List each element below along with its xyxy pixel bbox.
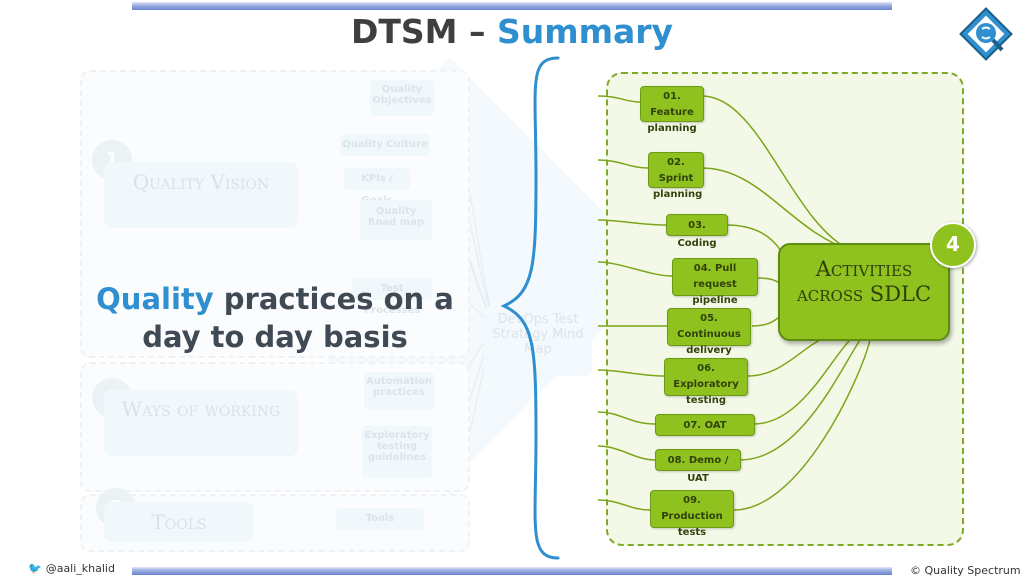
activity-exploratory-testing: 06. Exploratory testing	[664, 358, 748, 406]
activities-main-node: Activities across SDLC	[778, 243, 950, 341]
overlay-line1: practices on a	[213, 282, 454, 316]
activity-continuous-delivery-tests: 05. Continuous delivery tests	[667, 308, 751, 372]
item-tools: Tools	[336, 508, 424, 530]
activities-number-badge: 4	[930, 222, 976, 268]
section-1-label: Quality Vision	[104, 162, 298, 228]
section-3-box	[80, 494, 470, 552]
item-quality-road-map: Quality Road map	[360, 200, 432, 240]
section-2-label: Ways of working	[104, 390, 298, 456]
overlay-statement: Quality practices on a day to day basis	[60, 280, 490, 356]
item-automation-practices: Automation practices	[364, 372, 434, 410]
quality-spectrum-logo-icon	[959, 7, 1013, 61]
item-quality-culture: Quality Culture	[340, 134, 430, 156]
section-2-box	[80, 362, 470, 492]
activity-oat: 07. OAT	[655, 414, 755, 436]
section-3-label: Tools	[104, 502, 254, 542]
activity-feature-planning: 01. Feature planning	[640, 86, 704, 134]
section-3-number: 3	[96, 488, 136, 528]
footer-copyright: © Quality Spectrum	[910, 564, 1021, 577]
item-quality-objectives: Quality Objectives	[370, 80, 434, 116]
activity-coding: 03. Coding	[666, 214, 728, 249]
activity-demo-uat: 08. Demo / UAT	[655, 449, 741, 484]
activity-sprint-planning: 02. Sprint planning	[648, 152, 704, 200]
title-highlight: Summary	[496, 12, 674, 51]
curly-brace	[500, 56, 560, 560]
top-decorative-bar	[132, 2, 892, 10]
overlay-line2: day to day basis	[142, 320, 408, 354]
activity-production-tests: 09. Production tests	[650, 490, 734, 538]
slide-title: DTSM – Summary	[0, 12, 1024, 51]
twitter-bird-icon: 🐦	[28, 562, 42, 575]
section-1-number: 1	[92, 140, 132, 180]
section-1-box	[80, 70, 470, 358]
bottom-decorative-bar	[132, 567, 892, 575]
footer-handle-text: @aali_khalid	[45, 562, 115, 575]
title-prefix: DTSM –	[350, 12, 497, 51]
item-exploratory-guidelines: Exploratory testing guidelines	[362, 426, 432, 478]
footer-handle: 🐦@aali_khalid	[28, 562, 115, 575]
section-2-number: 2	[92, 378, 132, 418]
overlay-highlight: Quality	[96, 282, 214, 316]
item-kpis-goals: KPIs / Goals	[344, 168, 410, 206]
activity-pull-request-pipeline: 04. Pull request pipeline	[672, 258, 758, 306]
item-test-processes: Test Processes	[352, 278, 432, 316]
